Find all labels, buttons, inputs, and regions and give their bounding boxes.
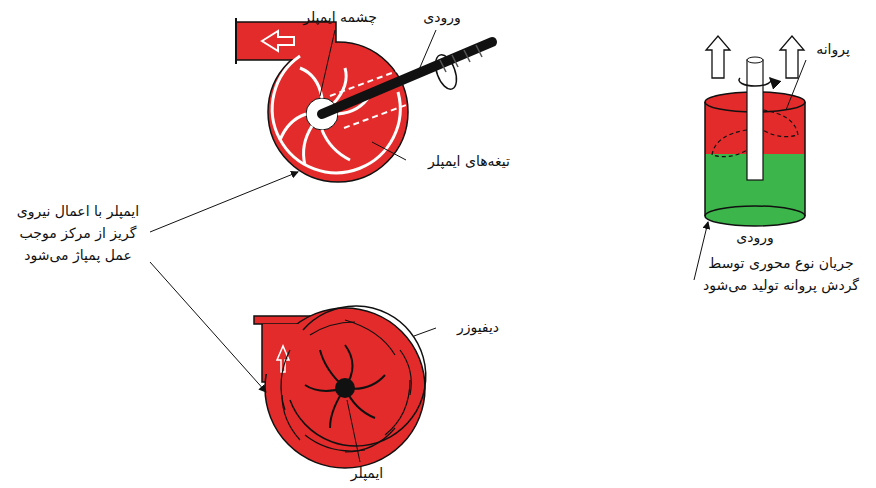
part-label: ورودی xyxy=(722,226,788,248)
axial-pump xyxy=(705,36,805,226)
part-label: ایمپلر xyxy=(332,462,402,484)
callout-note: جریان نوع محوری توسط گردش پروانه تولید م… xyxy=(698,252,864,296)
part-label: دیفیوزر xyxy=(438,316,518,338)
part-label: تیغه‌های ایمپلر xyxy=(404,150,534,172)
centrifugal-pump-section xyxy=(254,306,426,468)
part-label: چشمه ایمپلر xyxy=(280,6,400,28)
callout-note: ایمپلر با اعمال نیروی گریز از مرکز موجب … xyxy=(8,200,148,266)
part-label: ورودی xyxy=(410,6,474,28)
part-label: پروانه xyxy=(800,38,866,60)
leader-lines xyxy=(150,30,806,462)
